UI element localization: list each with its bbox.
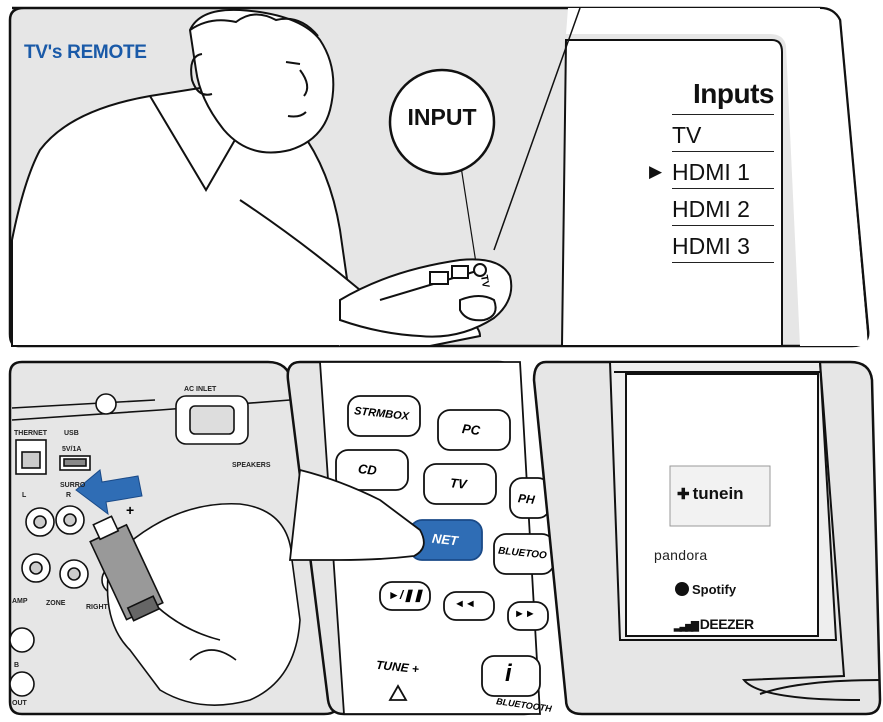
net-button-label[interactable]: NET <box>431 531 458 549</box>
spotify-label: Spotify <box>692 582 736 597</box>
ac-inlet-label: AC INLET <box>184 386 216 393</box>
menu-item-label: HDMI 3 <box>672 233 750 259</box>
remote-tv-label: TV <box>478 274 491 288</box>
spotify-logo: Spotify <box>675 582 736 597</box>
menu-item-hdmi3[interactable]: HDMI 3 <box>672 226 774 263</box>
b-label: B <box>14 662 19 669</box>
tunein-label: tunein <box>693 484 744 503</box>
menu-item-label: TV <box>672 122 701 148</box>
deezer-label: DEEZER <box>700 616 754 632</box>
right-label: RIGHT <box>86 604 108 611</box>
tv-button-label[interactable]: TV <box>449 475 467 492</box>
inputs-menu-title: Inputs <box>672 78 774 115</box>
l-label: L <box>22 492 26 499</box>
amp-label: AMP <box>12 598 28 605</box>
surround-label: SURRO <box>60 482 85 489</box>
play-pause-button-label[interactable]: ►/❚❚ <box>388 588 423 602</box>
deezer-logo: ▂▃▅▇DEEZER <box>674 616 754 632</box>
out-label: OUT <box>12 700 27 707</box>
input-button-label: INPUT <box>392 104 492 131</box>
usb-rating-label: 5V/1A <box>62 446 81 453</box>
plus-label: + <box>126 502 134 518</box>
menu-item-hdmi2[interactable]: HDMI 2 <box>672 189 774 226</box>
menu-item-tv[interactable]: TV <box>672 115 774 152</box>
next-button-label[interactable]: ►► <box>514 608 536 620</box>
pandora-logo: pandora <box>654 547 707 563</box>
usb-label: USB <box>64 430 79 437</box>
ph-button-label[interactable]: PH <box>517 491 535 507</box>
tv-remote-label: TV's REMOTE <box>24 42 147 64</box>
prev-button-label[interactable]: ◄◄ <box>454 598 476 610</box>
r-label: R <box>66 492 71 499</box>
speakers-label: SPEAKERS <box>232 462 271 469</box>
inputs-menu: Inputs TV ▶ HDMI 1 HDMI 2 HDMI 3 <box>672 78 774 263</box>
info-button-label[interactable]: i <box>505 660 512 688</box>
tunein-logo: ✚tunein <box>677 484 744 504</box>
deezer-icon: ▂▃▅▇ <box>674 621 697 632</box>
menu-item-label: HDMI 2 <box>672 196 750 222</box>
selection-cursor-icon: ▶ <box>649 152 662 192</box>
tunein-icon: ✚ <box>677 486 690 503</box>
menu-item-label: HDMI 1 <box>672 159 750 185</box>
menu-item-hdmi1[interactable]: ▶ HDMI 1 <box>672 152 774 189</box>
cd-button-label[interactable]: CD <box>357 461 377 478</box>
pc-button-label[interactable]: PC <box>461 421 481 438</box>
spotify-icon <box>675 582 689 596</box>
zone-label: ZONE <box>46 600 65 607</box>
ethernet-label: THERNET <box>14 430 47 437</box>
